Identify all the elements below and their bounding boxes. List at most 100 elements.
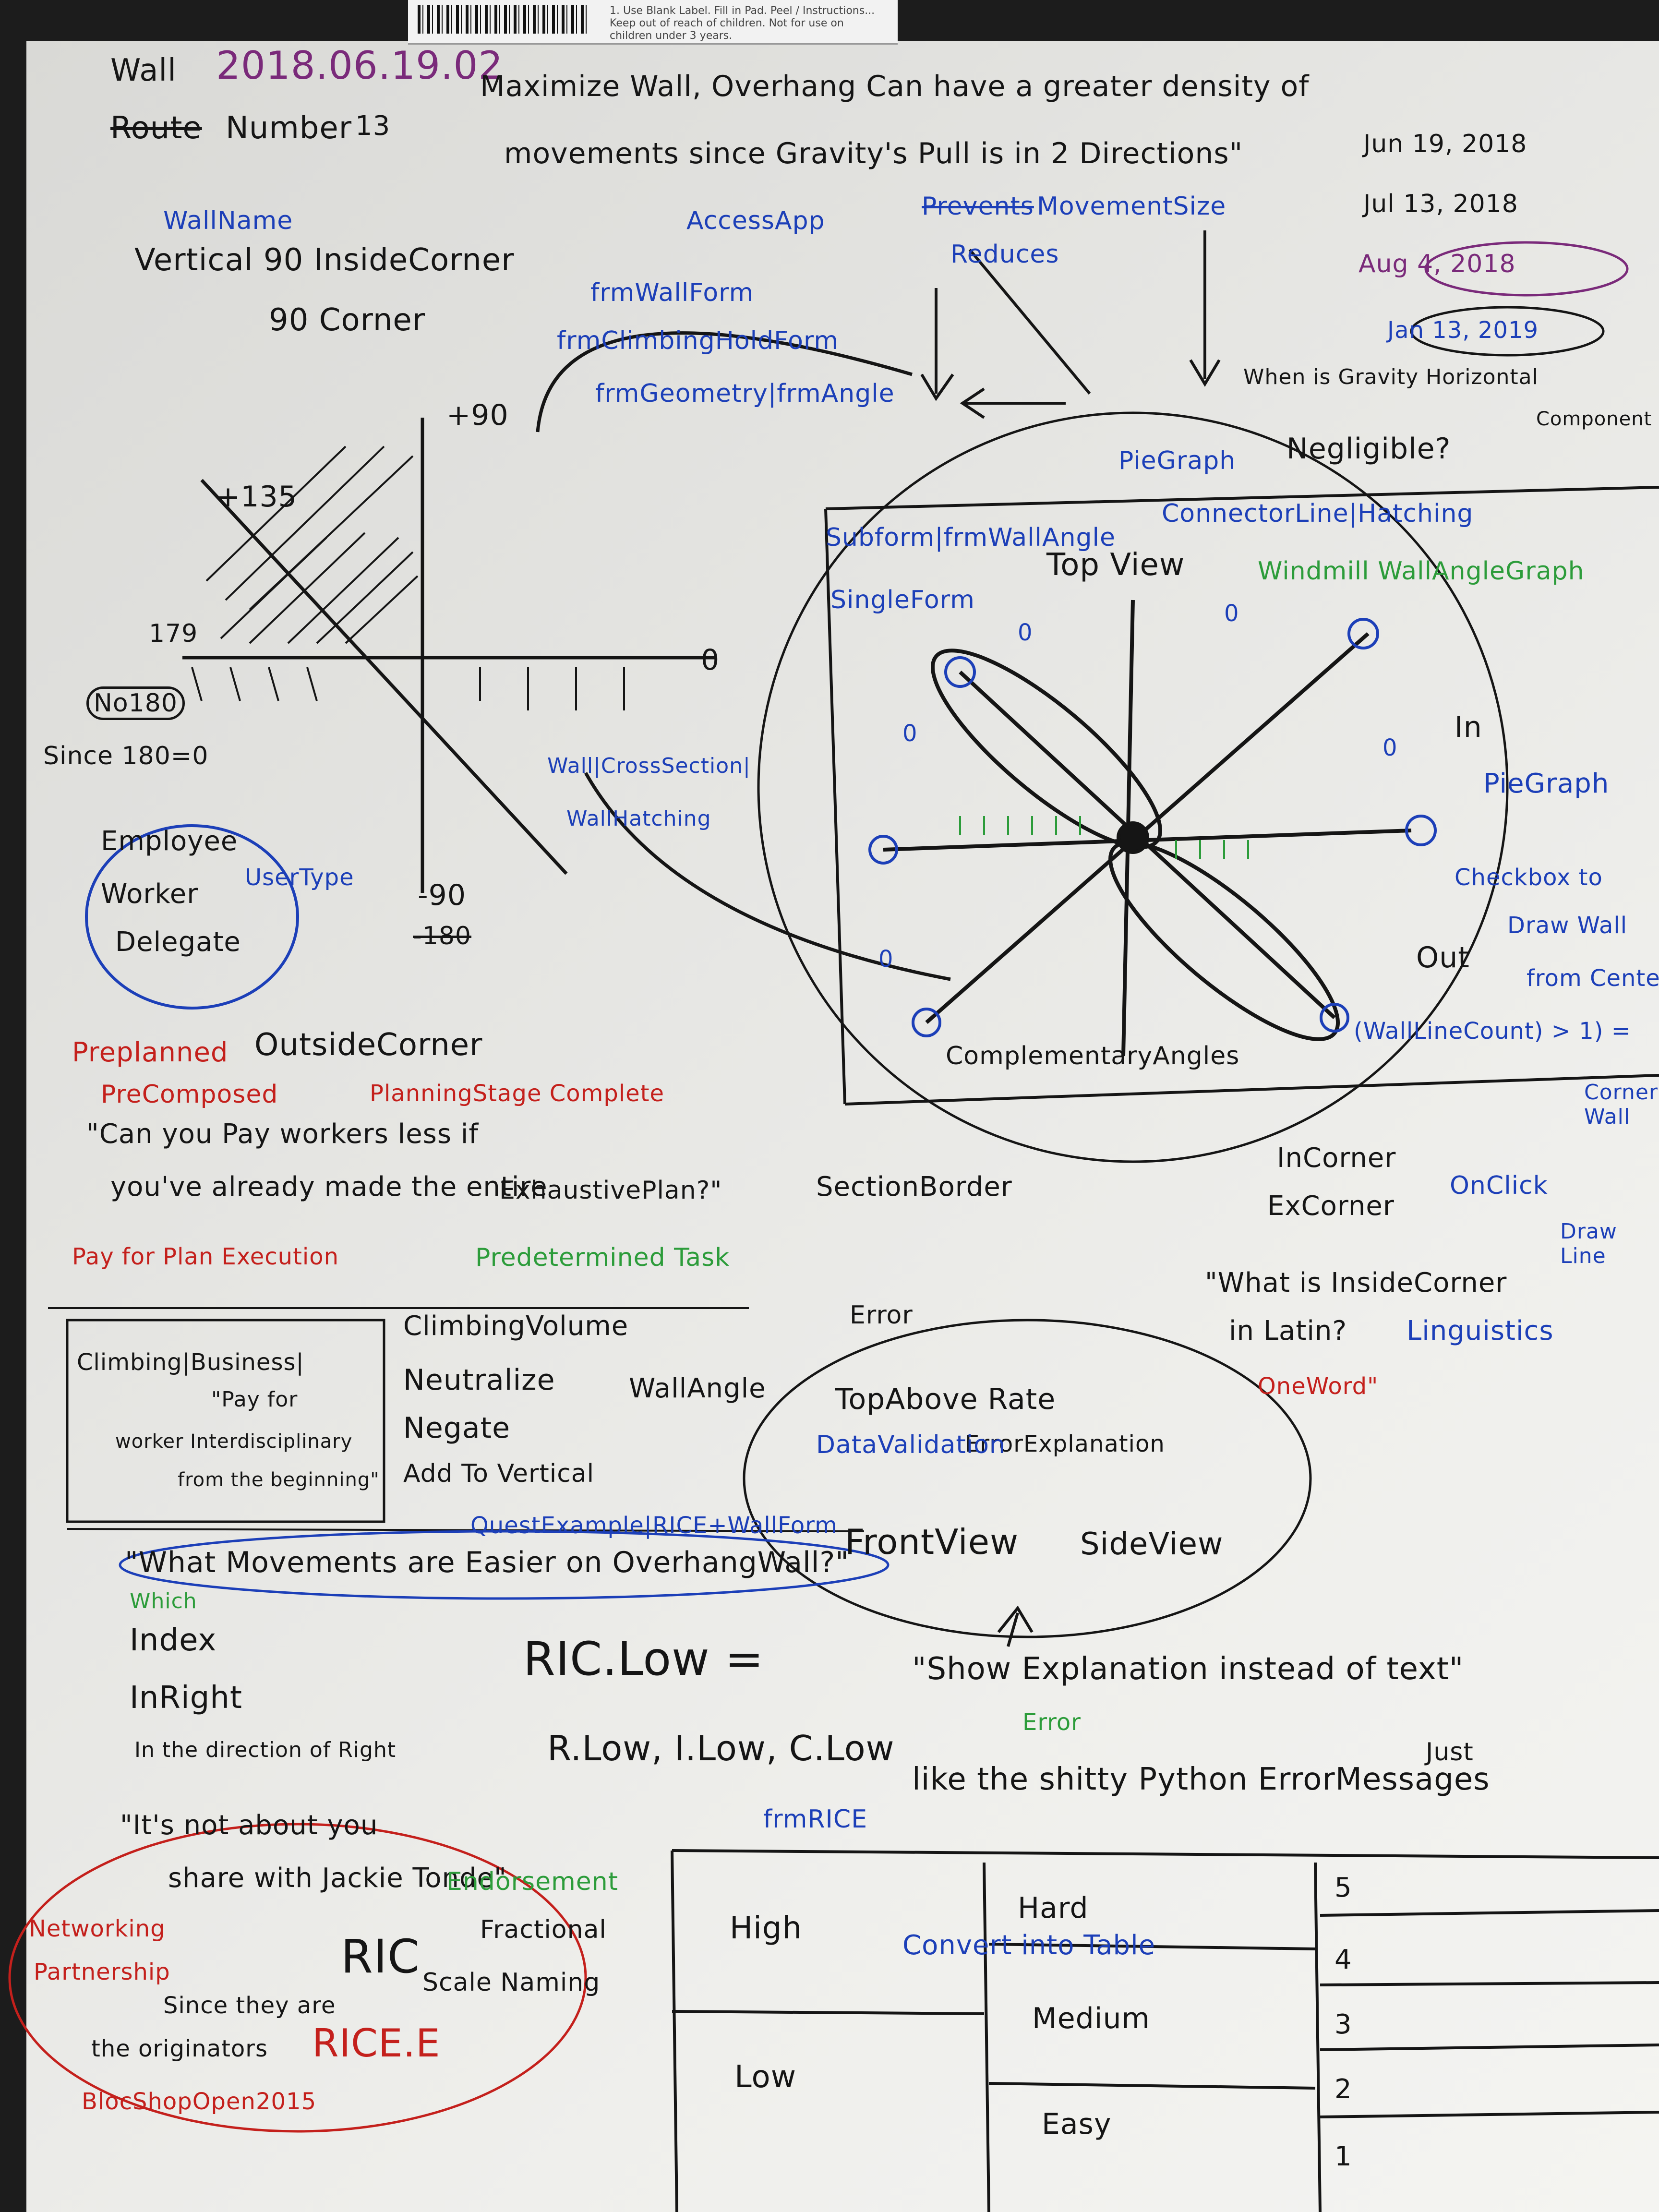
- usertype-label: UserType: [245, 864, 354, 891]
- convert-table-label: Convert into Table: [902, 1930, 1156, 1961]
- excorner-label: ExCorner: [1267, 1190, 1395, 1222]
- in-label: In: [1455, 710, 1482, 744]
- frm-geometry: frmGeometry|frmAngle: [595, 379, 895, 408]
- negligible-note: Negligible?: [1286, 432, 1451, 466]
- frm-rice: frmRICE: [763, 1805, 868, 1834]
- pie-zero-4: 0: [902, 720, 918, 747]
- pie-zero-1: 0: [1224, 600, 1239, 627]
- draw-line-label: Draw Line: [1560, 1219, 1617, 1268]
- piegraph-label: PieGraph: [1483, 768, 1610, 799]
- table-1: 1: [1334, 2141, 1352, 2172]
- table-low: Low: [734, 2059, 797, 2095]
- incorner-label: InCorner: [1277, 1142, 1396, 1174]
- title-line-2: movements since Gravity's Pull is in 2 D…: [504, 137, 1243, 170]
- angle-hatching: [191, 445, 625, 710]
- date-heading: 2018.06.19.02: [216, 43, 504, 88]
- rice-e-label: RICE.E: [312, 2021, 441, 2066]
- divider-line-2: [67, 1528, 865, 1532]
- table-medium: Medium: [1032, 2002, 1150, 2035]
- latin-line-2: in Latin?: [1229, 1315, 1347, 1346]
- preplanned-label: Preplanned: [72, 1037, 228, 1068]
- checkbox-label: Checkbox to: [1455, 864, 1603, 891]
- date-3: Aug 4, 2018: [1358, 250, 1516, 278]
- pie-zero-2: 0: [1018, 619, 1033, 646]
- network-quote-1: "It's not about you: [120, 1810, 378, 1841]
- frm-climbingholdform: frmClimbingHoldForm: [557, 326, 839, 355]
- show-explanation: "Show Explanation instead of text": [912, 1651, 1464, 1687]
- which-label: Which: [130, 1589, 197, 1613]
- exhaustive-plan: ExhaustivePlan?": [499, 1176, 722, 1205]
- label-text: 1. Use Blank Label. Fill in Pad. Peel / …: [610, 5, 875, 42]
- one-word-label: OneWord": [1258, 1373, 1379, 1400]
- pregraph-label: PieGraph: [1118, 446, 1236, 475]
- windmill-label: Windmill WallAngleGraph: [1258, 557, 1585, 586]
- title-line-1: Maximize Wall, Overhang Can have a great…: [480, 70, 1310, 103]
- corner-wall-label: Corner Wall: [1584, 1080, 1659, 1129]
- endorsement-label: Endorsement: [446, 1867, 619, 1896]
- usertype-delegate: Delegate: [115, 926, 241, 958]
- topview-big-circle: [757, 411, 1509, 1163]
- table-3: 3: [1334, 2009, 1352, 2040]
- pay-quote-1: "Can you Pay workers less if: [86, 1118, 479, 1150]
- gravity-note: When is Gravity Horizontal: [1243, 365, 1539, 389]
- fractional-label: Fractional: [480, 1915, 607, 1944]
- angle-minus90: -90: [418, 878, 466, 912]
- error-green: Error: [1022, 1709, 1081, 1736]
- front-view: FrontView: [845, 1522, 1019, 1562]
- ric-big: RIC: [341, 1930, 421, 1984]
- pie-zero-5: 0: [878, 946, 894, 973]
- barcode-icon: [418, 5, 590, 34]
- wall-angle-label: WallAngle: [629, 1373, 766, 1404]
- scale-naming: Scale Naming: [422, 1968, 601, 1997]
- precomposed-label: PreComposed: [101, 1080, 278, 1109]
- pay-for-execution: Pay for Plan Execution: [72, 1243, 339, 1270]
- top-above-rate: TopAbove Rate: [835, 1382, 1056, 1416]
- paper-sheet: [26, 41, 1659, 2212]
- angle-179: 179: [149, 619, 198, 648]
- business-line-4: from the beginning": [178, 1469, 380, 1491]
- error-title: Error: [850, 1301, 913, 1330]
- predetermined-task: Predetermined Task: [475, 1243, 730, 1272]
- wall-hatching: WallHatching: [566, 806, 711, 831]
- connector-line-label: ConnectorLine|Hatching: [1162, 499, 1474, 528]
- windmill-blue-circles: [868, 618, 1437, 1037]
- number-label: Number: [226, 110, 352, 146]
- complementary-angles: ComplementaryAngles: [946, 1042, 1240, 1070]
- direction-label: In the direction of Right: [134, 1738, 397, 1762]
- network-ellipse: [8, 1823, 587, 2133]
- index-label: Index: [130, 1623, 217, 1658]
- usertype-employee: Employee: [101, 826, 238, 857]
- data-validation: DataValidation: [816, 1431, 1006, 1459]
- date-1: Jun 19, 2018: [1363, 130, 1527, 158]
- top-view-label: Top View: [1046, 547, 1185, 583]
- shipping-label: 1. Use Blank Label. Fill in Pad. Peel / …: [408, 0, 898, 45]
- access-app: AccessApp: [686, 206, 825, 235]
- originators-label: the originators: [91, 2035, 268, 2062]
- table-4: 4: [1334, 1944, 1352, 1975]
- ric-parts: R.Low, I.Low, C.Low: [547, 1728, 895, 1768]
- angle-plus90: +90: [446, 398, 509, 432]
- error-explanation: ErrorExplanation: [965, 1431, 1165, 1457]
- ric-low: RIC.Low =: [523, 1632, 764, 1686]
- frm-wallform: frmWallForm: [590, 278, 754, 307]
- prevents-struck: Prevents: [922, 192, 1034, 221]
- blocshop-label: BlocShopOpen2015: [82, 2088, 317, 2115]
- quest-ellipse: [119, 1530, 890, 1600]
- network-quote-2: share with Jackie Tonde": [168, 1863, 507, 1894]
- windmill-green-ticks: [959, 816, 1249, 859]
- component-note: Component: [1536, 408, 1652, 430]
- quest-example: QuestExample|RICE+WallForm: [470, 1512, 838, 1539]
- singleform-label: SingleForm: [830, 586, 975, 614]
- subform-label: Subform|frmWallAngle: [826, 523, 1116, 552]
- movement-size: MovementSize: [1037, 192, 1226, 221]
- neutralize-label: Neutralize: [403, 1363, 555, 1397]
- section-border: SectionBorder: [816, 1171, 1012, 1202]
- angle-diagram: [182, 331, 951, 981]
- arrows: [920, 230, 1221, 1647]
- business-box: [66, 1319, 385, 1523]
- planning-complete: PlanningStage Complete: [370, 1080, 665, 1107]
- wallname-corner: 90 Corner: [269, 302, 426, 338]
- out-label: Out: [1416, 941, 1470, 974]
- business-line-2: "Pay for: [211, 1387, 298, 1412]
- windmill-graph: [883, 600, 1412, 1057]
